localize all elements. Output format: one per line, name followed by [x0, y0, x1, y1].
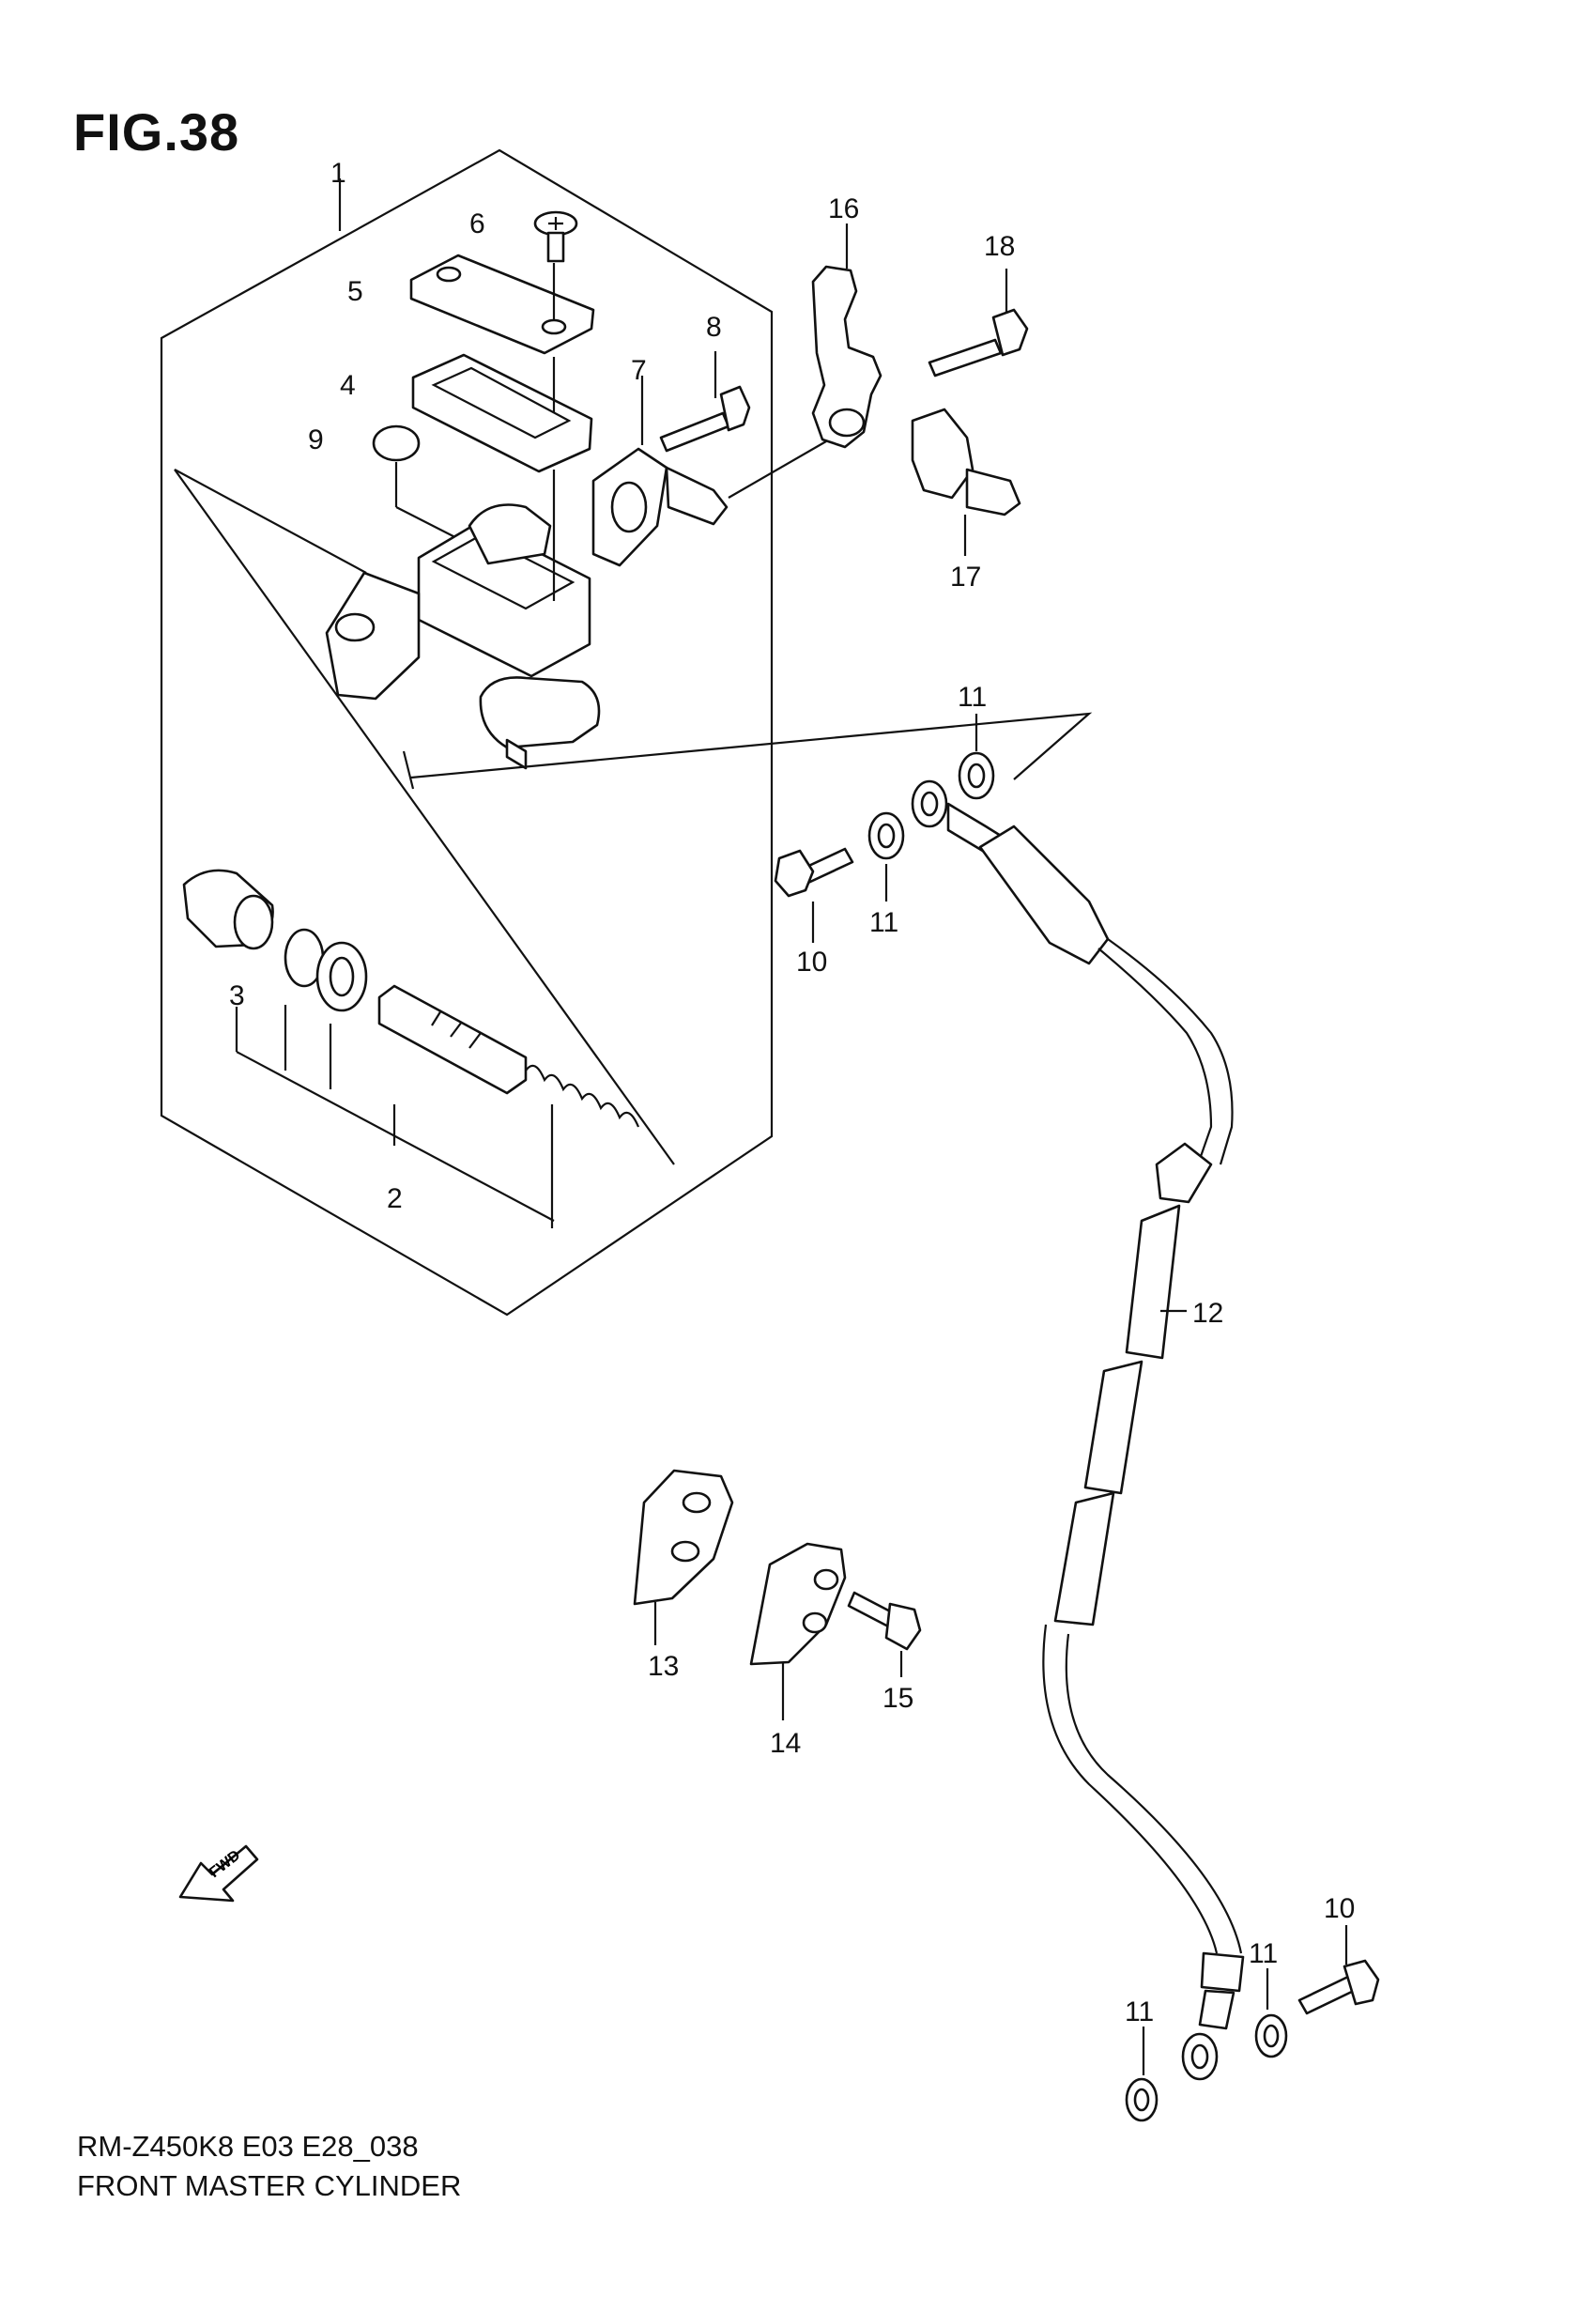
- fwd-arrow-icon: FWD: [178, 1844, 259, 1903]
- callout-16: 16: [828, 193, 859, 224]
- callout-8: 8: [706, 312, 722, 343]
- callout-4: 4: [340, 370, 356, 401]
- callout-18: 18: [984, 231, 1015, 262]
- callout-15: 15: [882, 1683, 913, 1714]
- piston-cup: [182, 869, 555, 1222]
- lever-holder: [591, 376, 827, 567]
- model-code: RM-Z450K8 E03 E28_038: [77, 2130, 419, 2163]
- callout-labels: 1 2 3 4 5 6 7 8 9 10 10 11 11 11 11 12 1…: [229, 158, 1355, 2027]
- callout-6: 6: [469, 208, 485, 239]
- callout-11-d: 11: [1125, 1996, 1154, 2027]
- pivot-bolt: [928, 269, 1029, 378]
- callout-7: 7: [631, 355, 647, 386]
- figure-name: FRONT MASTER CYLINDER: [77, 2169, 462, 2202]
- reservoir-cap: [409, 254, 595, 355]
- callout-13: 13: [648, 1651, 679, 1682]
- callout-17: 17: [950, 562, 981, 593]
- brake-lever: [811, 223, 882, 449]
- callout-9: 9: [308, 424, 324, 455]
- washer-upper-b: [958, 714, 995, 800]
- circlip-and-washer: [284, 928, 368, 1089]
- callout-11-b: 11: [869, 907, 898, 938]
- assembly-outline: [160, 148, 774, 1317]
- kit-triangle: [174, 469, 675, 1165]
- callout-10-lower: 10: [1324, 1893, 1355, 1924]
- washer-lower-a: [1254, 1968, 1288, 2058]
- brake-light-switch: [911, 408, 1021, 556]
- master-cylinder-body: [325, 470, 601, 770]
- guide-bolt: [847, 1591, 922, 1677]
- lever-bolt: [659, 351, 751, 453]
- callout-5: 5: [347, 276, 363, 307]
- callout-11-a: 11: [958, 682, 987, 713]
- callout-12: 12: [1192, 1298, 1223, 1329]
- callout-2: 2: [387, 1183, 403, 1214]
- brake-hose: [911, 779, 1245, 2081]
- figure-title: FIG.38: [73, 102, 240, 162]
- diaphragm-plate: [411, 353, 593, 473]
- callout-14: 14: [770, 1728, 801, 1759]
- callout-1: 1: [330, 158, 346, 189]
- callout-3: 3: [229, 980, 245, 1011]
- piston-and-spring: [377, 984, 640, 1228]
- union-bolt-upper: [774, 847, 854, 943]
- reservoir-screw: [533, 210, 578, 263]
- union-bolt-lower: [1297, 1925, 1380, 2015]
- hose-guide-13: [633, 1469, 734, 1645]
- hose-guide-14: [749, 1542, 847, 1720]
- callout-11-c: 11: [1249, 1938, 1278, 1969]
- washer-upper-a: [867, 811, 905, 902]
- washer-lower-b: [1125, 2027, 1159, 2122]
- callout-10-upper: 10: [796, 947, 827, 978]
